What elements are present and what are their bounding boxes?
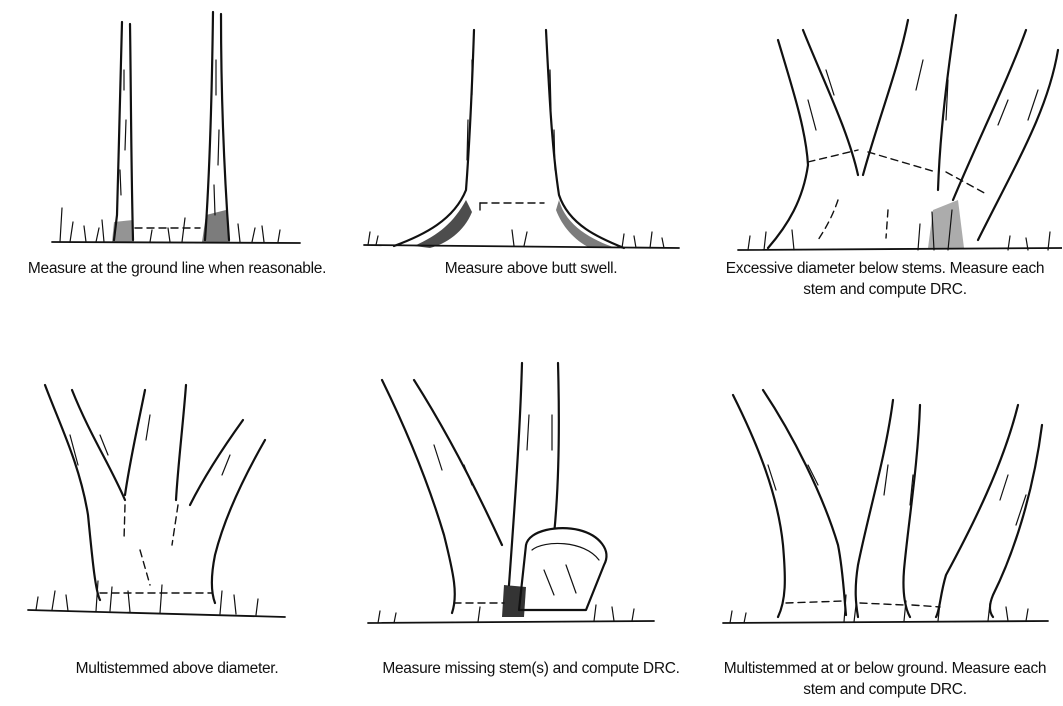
tree-illustration-multistemmed-above [0, 355, 354, 635]
caption: Multistemmed above diameter. [0, 658, 354, 679]
caption: Measure missing stem(s) and compute DRC. [354, 658, 708, 679]
panel-excessive-diameter: Excessive diameter below stems. Measure … [708, 0, 1062, 330]
tree-illustration-multistemmed-below [708, 355, 1062, 635]
tree-illustration-butt-swell [354, 0, 708, 260]
caption: Excessive diameter below stems. Measure … [708, 258, 1062, 300]
tree-illustration-excessive-diameter [708, 0, 1062, 260]
panel-butt-swell: Measure above butt swell. [354, 0, 708, 330]
tree-illustration-ground-line [0, 0, 354, 260]
panel-missing-stem: Measure missing stem(s) and compute DRC. [354, 355, 708, 706]
caption: Measure above butt swell. [354, 258, 708, 279]
caption: Multistemmed at or below ground. Measure… [708, 658, 1062, 700]
panel-ground-line: Measure at the ground line when reasonab… [0, 0, 354, 330]
caption: Measure at the ground line when reasonab… [0, 258, 354, 279]
panel-multistemmed-above: Multistemmed above diameter. [0, 355, 354, 706]
tree-illustration-missing-stem [354, 355, 708, 635]
panel-multistemmed-below: Multistemmed at or below ground. Measure… [708, 355, 1062, 706]
